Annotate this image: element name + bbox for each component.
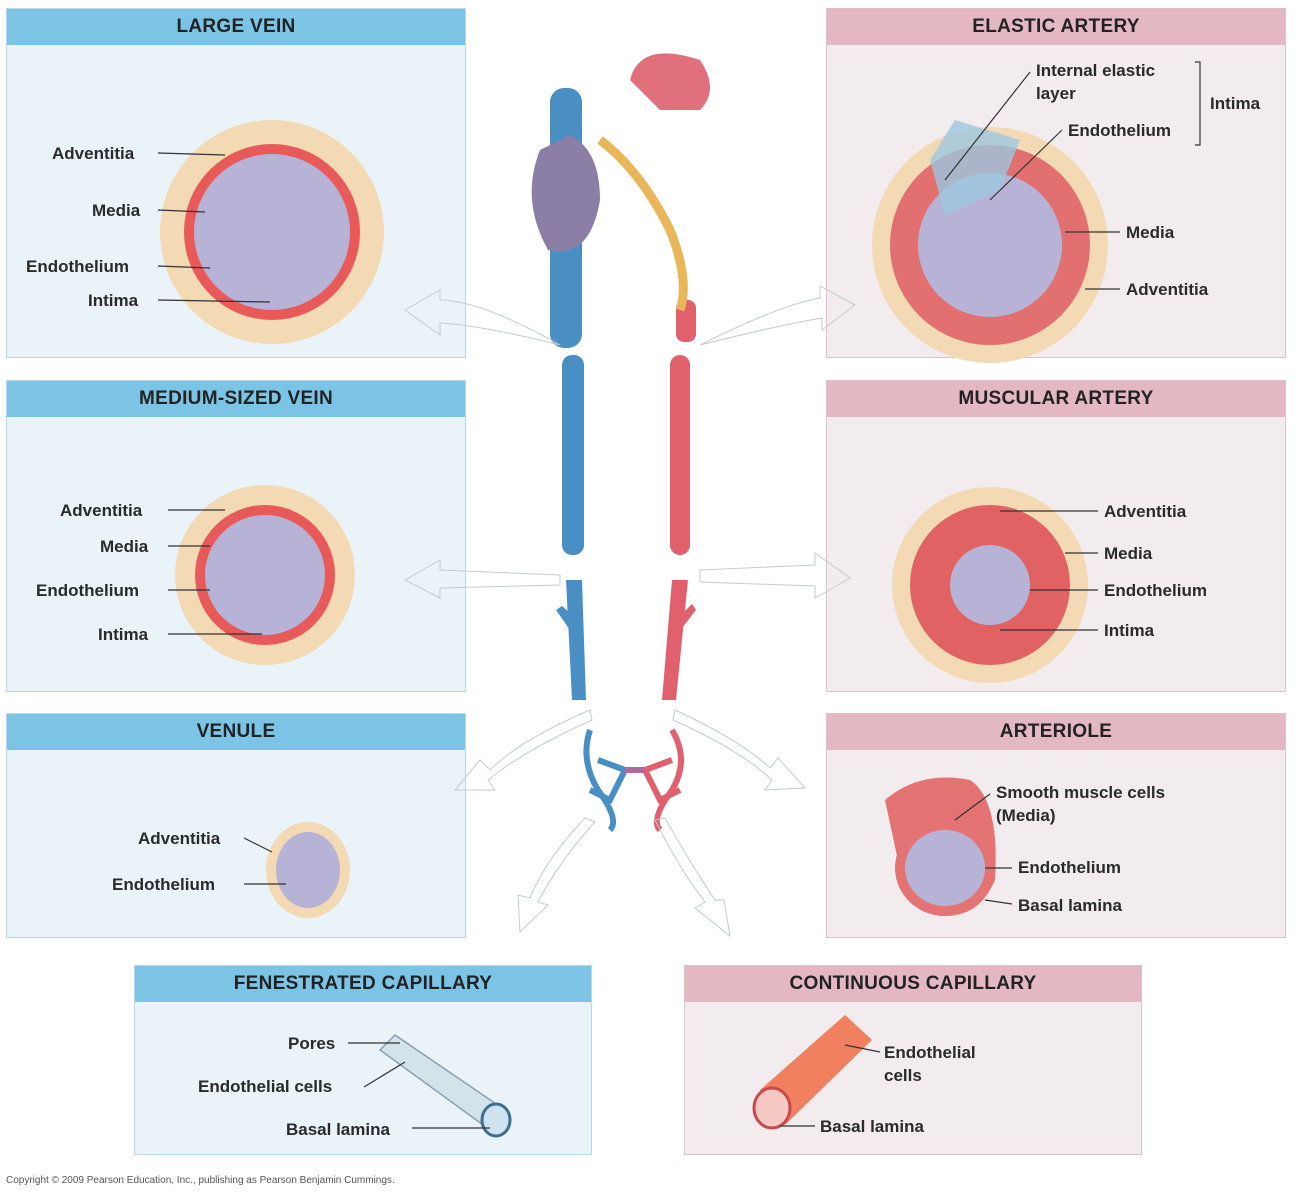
panel-title: VENULE <box>7 714 465 750</box>
panel-venule: VENULE <box>6 713 466 938</box>
label-intima: Intima <box>98 625 149 644</box>
panel-title: LARGE VEIN <box>7 9 465 45</box>
panel-title: CONTINUOUS CAPILLARY <box>685 966 1141 1002</box>
label-basal-lamina: Basal lamina <box>820 1117 924 1136</box>
label-intima: Intima <box>1210 94 1261 113</box>
label-intima: Intima <box>1104 621 1155 640</box>
panel-title: FENESTRATED CAPILLARY <box>135 966 591 1002</box>
label-endothelial: Endothelial <box>884 1043 976 1062</box>
continuous-capillary-tube <box>752 1015 872 1130</box>
label-internal-elastic: Internal elastic <box>1036 61 1156 80</box>
label-endothelium: Endothelium <box>1068 121 1171 140</box>
vein-vessels <box>556 355 586 700</box>
label-media: Media <box>1126 223 1175 242</box>
heart-icon <box>531 35 752 348</box>
arteriole-cross-section <box>885 777 996 916</box>
label-endothelium: Endothelium <box>1018 858 1121 877</box>
label-endothelial-cells: Endothelial cells <box>198 1077 333 1096</box>
label-adventitia: Adventitia <box>60 501 143 520</box>
artery-vessels <box>662 355 696 700</box>
label-basal-lamina: Basal lamina <box>286 1120 390 1139</box>
label-endothelium: Endothelium <box>36 581 139 600</box>
fenestrated-capillary-tube <box>378 1034 512 1138</box>
label-media: Media <box>100 537 149 556</box>
panel-title: ELASTIC ARTERY <box>827 9 1285 45</box>
label-endothelium: Endothelium <box>112 875 215 894</box>
label-media: Media <box>1104 544 1153 563</box>
label-adventitia: Adventitia <box>52 144 135 163</box>
label-adventitia: Adventitia <box>138 829 221 848</box>
arrows <box>403 285 856 938</box>
muscular-artery-cross-section <box>880 435 1088 683</box>
panel-title: MEDIUM-SIZED VEIN <box>7 381 465 417</box>
panel-fenestrated-capillary: FENESTRATED CAPILLARY <box>134 965 592 1155</box>
label-endothelium: Endothelium <box>1104 581 1207 600</box>
label-basal-lamina: Basal lamina <box>1018 896 1122 915</box>
label-adventitia: Adventitia <box>1126 280 1209 299</box>
panel-title: ARTERIOLE <box>827 714 1285 750</box>
label-endothelium: Endothelium <box>26 257 129 276</box>
capillary-bed <box>583 728 684 833</box>
label-cells: cells <box>884 1066 922 1085</box>
label-media: Media <box>92 201 141 220</box>
medium-vein-cross-section <box>175 441 400 665</box>
label-media-paren: (Media) <box>996 806 1056 825</box>
copyright-notice: Copyright © 2009 Pearson Education, Inc.… <box>6 1175 395 1186</box>
label-smooth-muscle-cells: Smooth muscle cells <box>996 783 1166 802</box>
label-pores: Pores <box>288 1034 336 1053</box>
leader-lines <box>157 61 1201 1129</box>
panel-medium-vein: MEDIUM-SIZED VEIN <box>6 380 466 692</box>
label-internal-elastic-layer: layer <box>1036 84 1076 103</box>
label-adventitia: Adventitia <box>1104 502 1187 521</box>
large-vein-cross-section <box>160 61 432 344</box>
venule-cross-section <box>266 768 386 918</box>
panel-title: MUSCULAR ARTERY <box>827 381 1285 417</box>
label-intima: Intima <box>88 291 139 310</box>
elastic-artery-cross-section <box>860 70 1108 363</box>
